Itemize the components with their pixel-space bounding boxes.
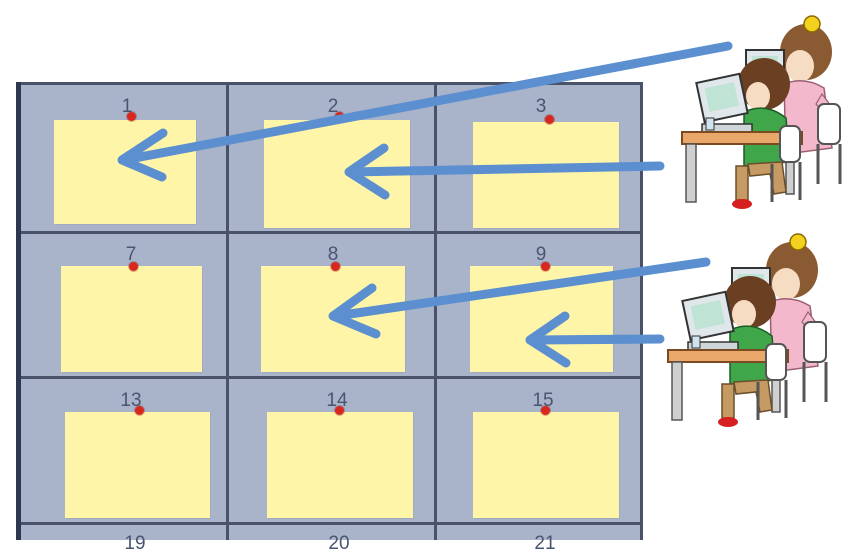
cell-number: 14 [326,390,348,411]
pin-icon [127,112,136,121]
cell-number: 19 [124,533,146,554]
sticky-note[interactable] [473,412,619,518]
cell-number: 3 [535,96,547,117]
cell-number: 15 [532,390,554,411]
sticky-note[interactable] [65,412,210,518]
illustration-layer [117,14,842,429]
sticky-note[interactable] [54,120,196,224]
grid-line [21,376,640,379]
cell-number: 13 [120,390,142,411]
grid-line [434,82,437,540]
arrow-to-note-2 [344,143,665,200]
students-at-computers-icon [680,14,842,211]
arrow-to-note-9 [525,311,665,368]
pin-icon [331,262,340,271]
grid-line [21,82,640,85]
sticky-note[interactable] [267,412,413,518]
grid-line [21,231,640,234]
arrow-to-note-1 [117,41,733,182]
grid-line [226,82,229,540]
arrow-to-note-8 [328,257,711,339]
cell-number: 20 [328,533,350,554]
pin-icon [545,115,554,124]
cell-number: 8 [327,244,339,265]
cell-number: 21 [534,533,556,554]
pin-icon [129,262,138,271]
grid-line [640,82,643,540]
pin-icon [541,262,550,271]
pin-icon [541,406,550,415]
cell-number: 7 [125,244,137,265]
grid-line [21,522,640,525]
sticky-note[interactable] [61,266,202,372]
cell-number: 2 [327,96,339,117]
cell-number: 1 [121,96,133,117]
cell-number: 9 [535,244,547,265]
pin-icon [135,406,144,415]
sticky-note[interactable] [473,122,619,228]
pin-icon [335,406,344,415]
